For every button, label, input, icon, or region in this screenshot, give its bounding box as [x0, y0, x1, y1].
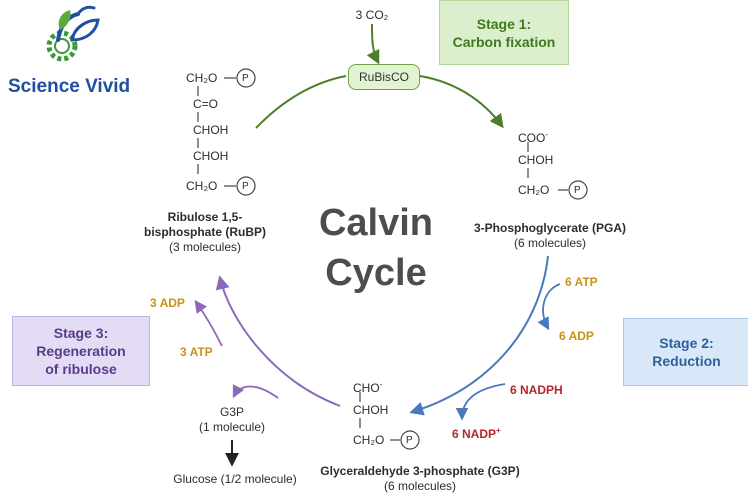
regen-atp-label: 3 ATP	[180, 345, 213, 359]
g3p-output-label: G3P(1 molecule)	[198, 405, 266, 434]
pga-carbon-1: COO-	[518, 130, 549, 145]
leaf-gear-logo-icon	[46, 5, 100, 62]
stage3-box: Stage 3: Regeneration of ribulose	[12, 316, 150, 386]
diagram-title: Calvin Cycle	[300, 198, 452, 298]
rubisco-enzyme-box: RuBisCO	[348, 64, 420, 90]
glucose-label: Glucose (1/2 molecule)	[173, 472, 297, 486]
g3p-output-arrow	[232, 384, 279, 399]
g3p-carbon-2: CHOH	[353, 403, 389, 417]
co2-arrow	[366, 23, 380, 65]
logo-text: Science Vivid	[8, 76, 131, 97]
pga-phosphate: P	[574, 185, 581, 196]
rubp-carbon-4: CHOH	[193, 149, 229, 163]
phosphate-circle-icon	[400, 430, 420, 450]
atp-in-arrow	[537, 283, 561, 331]
pga-carbon-2: CHOH	[518, 153, 554, 167]
pga-carbon-3: CH₂O	[518, 183, 550, 197]
g3p-name: Glyceraldehyde 3-phosphate (G3P)(6 molec…	[320, 464, 520, 493]
reduction-atp-label: 6 ATP	[565, 275, 598, 289]
rubp-structure-bonds	[197, 77, 236, 187]
stage3-subtitle-1: Regeneration	[36, 343, 126, 359]
title-line-1: Calvin	[318, 202, 434, 244]
reduction-adp-label: 6 ADP	[559, 329, 594, 343]
rubp-carbon-2: C=O	[193, 97, 219, 111]
atp-regen-arrow	[194, 299, 223, 347]
g3p-to-rubp-arrow	[215, 275, 341, 407]
rubp-to-rubisco-arrow	[255, 75, 347, 129]
stage2-subtitle: Reduction	[652, 353, 721, 369]
rubp-phosphate-2: P	[242, 181, 249, 192]
stage2-box: Stage 2: Reduction	[623, 318, 748, 386]
phosphate-circle-icon	[236, 176, 256, 196]
stage2-title: Stage 2:	[659, 335, 714, 351]
rubisco-to-pga-arrow	[419, 75, 504, 129]
rubp-carbon-1: CH₂O	[186, 71, 218, 85]
g3p-carbon-3: CH₂O	[353, 433, 385, 447]
phosphate-circle-icon	[568, 180, 588, 200]
rubp-carbon-3: CHOH	[193, 123, 229, 137]
stage3-title: Stage 3:	[53, 325, 109, 341]
regen-adp-label: 3 ADP	[150, 296, 185, 310]
g3p-structure-bonds	[359, 392, 400, 441]
stage1-subtitle: Carbon fixation	[452, 33, 556, 50]
rubp-name: Ribulose 1,5-bisphosphate (RuBP)(3 molec…	[144, 210, 266, 254]
stage3-subtitle-2: of ribulose	[45, 361, 117, 377]
phosphate-circle-icon	[236, 68, 256, 88]
pga-structure-bonds	[527, 142, 568, 191]
g3p-phosphate: P	[406, 435, 413, 446]
nadp-label: 6 NADP+	[452, 426, 501, 441]
title-line-2: Cycle	[325, 252, 427, 294]
rubp-phosphate-1: P	[242, 73, 249, 84]
co2-label: 3 CO₂	[355, 8, 389, 22]
rubp-carbon-5: CH₂O	[186, 179, 218, 193]
pga-to-g3p-arrow	[409, 255, 549, 416]
nadph-in-arrow	[455, 383, 506, 421]
pga-name: 3-Phosphoglycerate (PGA)(6 molecules)	[473, 221, 627, 250]
nadph-label: 6 NADPH	[510, 383, 563, 397]
g3p-carbon-1: CHO-	[353, 380, 383, 395]
stage1-title: Stage 1:	[476, 15, 532, 32]
stage1-box: Stage 1:Carbon fixation	[439, 0, 569, 65]
